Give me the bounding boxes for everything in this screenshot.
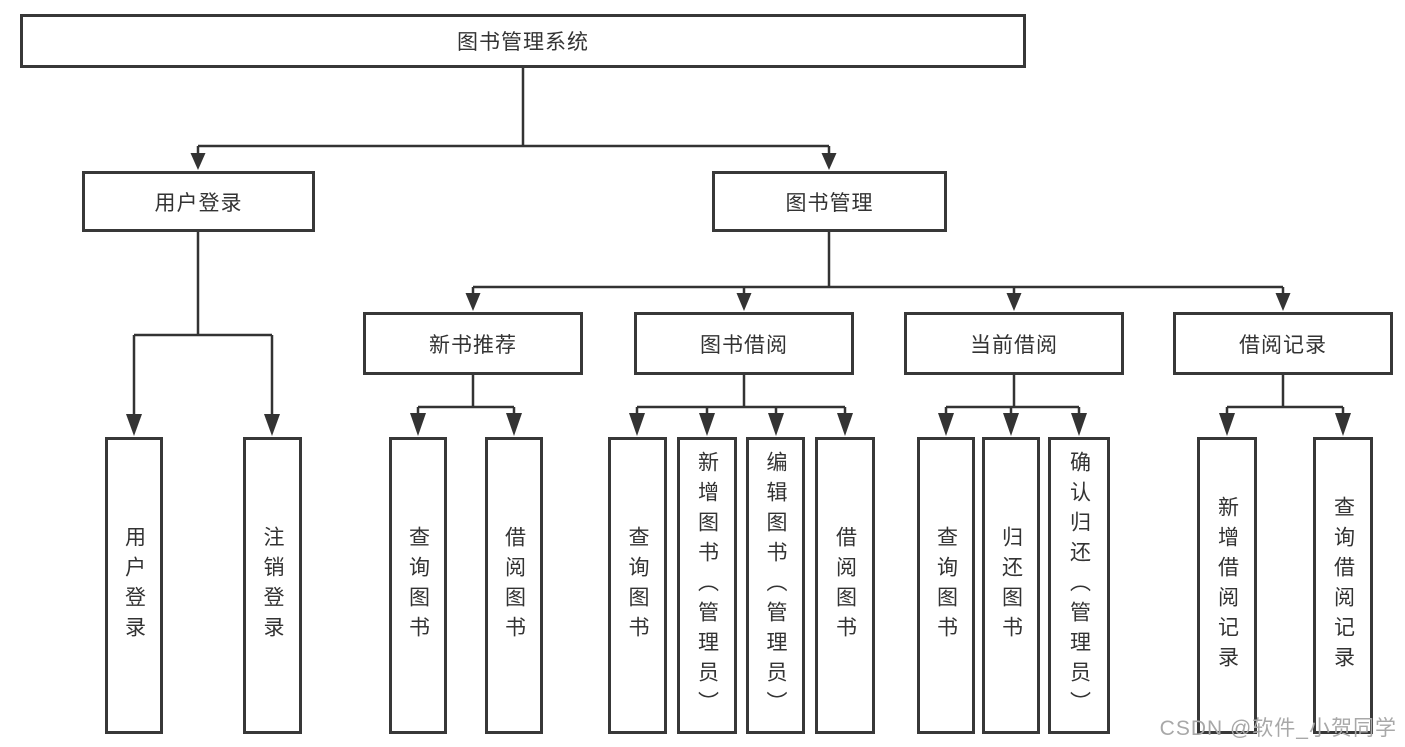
leaf-label: 查询图书	[934, 525, 958, 646]
leaf-label: 编辑图书（管理员）	[764, 450, 787, 721]
csdn-watermark: CSDN @软件_小贺同学	[1159, 717, 1397, 740]
node-book-borrowing: 图书借阅	[634, 312, 854, 375]
leaf-label: 新增图书（管理员）	[695, 450, 719, 721]
leaf-logout: 注销登录	[243, 437, 302, 734]
leaf-label: 用户登录	[122, 525, 146, 646]
node-library-management-system: 图书管理系统	[20, 14, 1026, 68]
node-label: 借阅记录	[1239, 333, 1327, 357]
leaf-add-borrow-record: 新增借阅记录	[1197, 437, 1257, 734]
node-new-book-recommendation: 新书推荐	[363, 312, 583, 375]
node-label: 新书推荐	[429, 333, 517, 357]
node-label: 图书借阅	[700, 333, 788, 357]
leaf-query-books-current: 查询图书	[917, 437, 975, 734]
leaf-label: 查询借阅记录	[1331, 495, 1355, 676]
node-label: 图书管理	[785, 191, 874, 215]
leaf-query-books-recommend: 查询图书	[389, 437, 447, 734]
leaf-label: 借阅图书	[502, 525, 526, 646]
node-label: 当前借阅	[970, 333, 1058, 357]
leaf-confirm-return-admin: 确认归还（管理员）	[1048, 437, 1110, 734]
node-label: 用户登录	[154, 191, 243, 215]
leaf-label: 查询图书	[406, 525, 430, 646]
node-label: 图书管理系统	[457, 31, 589, 54]
leaf-label: 注销登录	[261, 525, 284, 646]
leaf-user-login: 用户登录	[105, 437, 163, 734]
node-current-borrowing: 当前借阅	[904, 312, 1124, 375]
node-user-login: 用户登录	[82, 171, 315, 232]
leaf-label: 借阅图书	[833, 525, 857, 646]
leaf-label: 归还图书	[999, 525, 1023, 646]
leaf-return-books: 归还图书	[982, 437, 1040, 734]
leaf-query-borrow-record: 查询借阅记录	[1313, 437, 1373, 734]
leaf-borrow-books: 借阅图书	[815, 437, 875, 734]
leaf-query-books-borrow: 查询图书	[608, 437, 667, 734]
leaf-add-books-admin: 新增图书（管理员）	[677, 437, 737, 734]
leaf-edit-books-admin: 编辑图书（管理员）	[746, 437, 805, 734]
leaf-label: 确认归还（管理员）	[1067, 450, 1091, 721]
node-book-management: 图书管理	[712, 171, 947, 232]
node-borrowing-records: 借阅记录	[1173, 312, 1393, 375]
leaf-label: 查询图书	[626, 525, 649, 646]
leaf-label: 新增借阅记录	[1215, 495, 1239, 676]
leaf-borrow-books-recommend: 借阅图书	[485, 437, 543, 734]
